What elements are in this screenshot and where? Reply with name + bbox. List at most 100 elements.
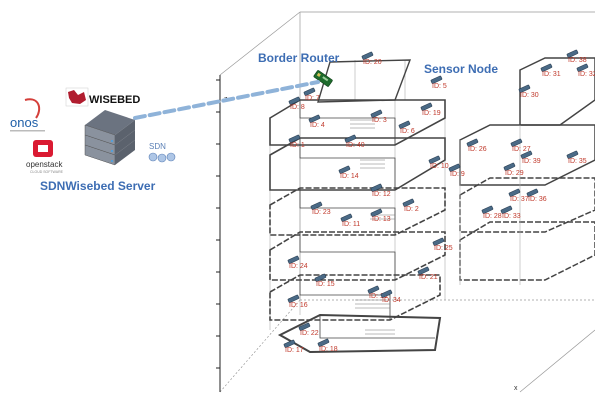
sensor-node-id: ID: 15 [316, 281, 335, 288]
sensor-node: ID: 13 [370, 208, 391, 223]
sdn-logo: SDN [148, 142, 176, 163]
sensor-node-id: ID: 36 [528, 196, 547, 203]
sensor-node-id: ID: 34 [382, 297, 401, 304]
sensor-node-id: ID: 13 [372, 216, 391, 223]
sensor-node-id: ID: 11 [342, 221, 360, 228]
server-label: SDNWisebed Server [40, 179, 156, 193]
sensor-node-label: Sensor Node [424, 62, 498, 76]
sensor-node: ID: 11 [340, 213, 360, 228]
sensor-node: ID: 8 [288, 96, 305, 111]
sensor-node: ID: 9 [448, 163, 465, 178]
sensor-node: ID: 20 [361, 51, 382, 66]
sensor-mote-icon [466, 138, 479, 147]
sensor-mote-icon [367, 285, 380, 294]
sensor-node-id: ID: 18 [319, 346, 338, 353]
sensor-mote-icon [576, 63, 589, 72]
sensor-mote-icon [298, 322, 311, 331]
sensor-node: ID: 27 [510, 138, 531, 153]
sensor-node-id: ID: 31 [542, 71, 561, 78]
sensor-node: ID: 23 [310, 201, 331, 216]
sensor-node-id: ID: 27 [512, 146, 531, 153]
stair-marks [350, 119, 395, 335]
sensor-node-id: ID: 14 [340, 173, 359, 180]
sensor-mote-icon [503, 162, 516, 171]
sensor-mote-icon [288, 134, 301, 143]
sensor-node: ID: 10 [428, 155, 449, 170]
sensor-mote-icon [340, 213, 353, 222]
sensor-mote-icon [448, 163, 461, 172]
sensor-node-id: ID: 6 [400, 128, 415, 135]
sensor-mote-icon [430, 75, 443, 84]
sensor-mote-icon [432, 237, 445, 246]
sensor-mote-icon [310, 201, 323, 210]
sensor-mote-icon [288, 96, 301, 105]
sensor-node-id: ID: 32 [578, 71, 595, 78]
sensor-mote-icon [338, 165, 351, 174]
sensor-node: ID: 3 [370, 109, 387, 124]
sensor-node-id: ID: 21 [419, 274, 438, 281]
sensor-node: ID: 19 [367, 285, 388, 300]
sdn-logo-text: SDN [149, 142, 166, 151]
sensor-node-id: ID: 40 [346, 142, 365, 149]
sensor-node-id: ID: 24 [289, 263, 308, 270]
sensor-mote-icon [566, 49, 579, 58]
sensor-node-id: ID: 19 [369, 293, 388, 300]
sensor-node: ID: 38 [566, 49, 587, 64]
sensor-node-id: ID: 25 [434, 245, 453, 252]
sensor-node-id: ID: 37 [510, 196, 529, 203]
right-building [459, 57, 595, 285]
sensor-node: ID: 14 [338, 165, 359, 180]
sensor-mote-icon [402, 198, 415, 207]
sensor-node-id: ID: 1 [290, 142, 305, 149]
sensor-node-id: ID: 29 [505, 170, 524, 177]
sensor-node: ID: 7 [303, 87, 320, 102]
sensor-node-id: ID: 23 [312, 209, 331, 216]
sensor-node: ID: 33 [500, 205, 521, 220]
sensor-mote-icon [420, 102, 433, 111]
server-link [133, 80, 320, 120]
sensor-node: ID: 40 [344, 134, 365, 149]
sensor-node: ID: 17 [283, 339, 304, 354]
sensor-node-id: ID: 9 [450, 171, 465, 178]
sensor-node: ID: 6 [398, 120, 415, 135]
sensor-node: ID: 18 [317, 338, 338, 353]
sensor-mote-icon [428, 155, 441, 164]
sensor-mote-icon [283, 339, 296, 348]
sensor-node: ID: 15 [314, 273, 335, 288]
sensor-node: ID: 34 [380, 289, 401, 304]
openstack-logo: openstack CLOUD SOFTWARE [26, 140, 64, 174]
sensor-mote-icon [520, 150, 533, 159]
sensor-mote-icon [287, 294, 300, 303]
sensor-node: ID: 26 [466, 138, 487, 153]
border-router-label: Border Router [258, 51, 340, 65]
sensor-node: ID: 12 [370, 183, 391, 198]
sensor-mote-icon [398, 120, 411, 129]
wisebed-logo-text: WISEBED [89, 94, 140, 106]
sensor-node-id: ID: 38 [568, 57, 587, 64]
sensor-node: ID: 39 [520, 150, 541, 165]
sensor-nodes: ID: 20 ID: 5 ID: 7ID: 8 ID: 19 ID: 4 ID: 3 ID:… [283, 49, 595, 354]
sensor-node-id: ID: 5 [432, 83, 447, 90]
sensor-node-id: ID: 22 [300, 330, 319, 337]
sensor-node: ID: 16 [287, 294, 308, 309]
sensor-mote-icon [344, 134, 357, 143]
sensor-mote-icon [303, 87, 316, 96]
border-router-icon [313, 70, 333, 87]
sensor-mote-icon [417, 266, 430, 275]
sensor-node: ID: 2 [402, 198, 419, 213]
sensor-node: ID: 28 [481, 205, 502, 220]
sensor-node: ID: 25 [432, 237, 453, 252]
sensor-mote-icon [518, 84, 531, 93]
sensor-node: ID: 30 [518, 84, 539, 99]
server-rack-icon [84, 110, 135, 166]
openstack-logo-text: openstack [26, 160, 63, 169]
sensor-node: ID: 35 [566, 150, 587, 165]
sensor-node-id: ID: 7 [305, 95, 320, 102]
sensor-node-id: ID: 8 [290, 104, 305, 111]
sensor-node: ID: 4 [308, 114, 325, 129]
sensor-node: ID: 24 [287, 255, 308, 270]
sensor-mote-icon [361, 51, 374, 60]
sensor-mote-icon [510, 138, 523, 147]
sensor-node-id: ID: 33 [502, 213, 521, 220]
